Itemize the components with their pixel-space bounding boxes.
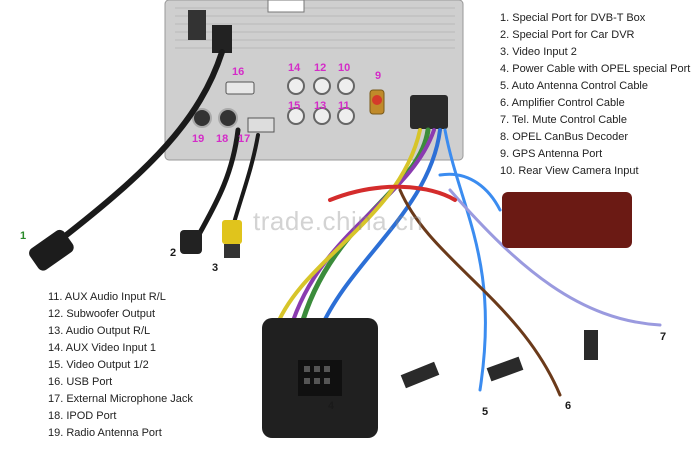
callout-3: 3 xyxy=(212,262,219,274)
callout-18: 18 xyxy=(216,133,229,145)
legend-item: 19. Radio Antenna Port xyxy=(48,427,162,439)
gps-antenna-port xyxy=(369,89,385,115)
legend-item: 7. Tel. Mute Control Cable xyxy=(500,114,627,126)
ipod-port xyxy=(218,108,238,128)
aux-jack-plug xyxy=(29,229,74,271)
legend-item: 9. GPS Antenna Port xyxy=(500,148,603,160)
cable-tags xyxy=(400,330,598,389)
cables xyxy=(57,49,662,397)
callout-4: 4 xyxy=(328,400,335,412)
yellow-rca-plug xyxy=(222,220,242,258)
legend-item: 14. AUX Video Input 1 xyxy=(48,342,157,354)
round-plug xyxy=(180,230,202,254)
callout-13: 13 xyxy=(314,100,327,112)
legend-item: 2. Special Port for Car DVR xyxy=(500,29,635,41)
head-unit-rear-chassis xyxy=(164,0,464,161)
callout-9: 9 xyxy=(375,70,382,82)
radio-antenna-port xyxy=(192,108,212,128)
legend-bottom-left: 11. AUX Audio Input R/L 12. Subwoofer Ou… xyxy=(48,289,193,442)
microphone-jack xyxy=(247,117,275,133)
callout-16: 16 xyxy=(232,66,245,78)
callout-5: 5 xyxy=(482,406,489,418)
callout-10: 10 xyxy=(338,62,351,74)
legend-item: 16. USB Port xyxy=(48,376,113,388)
legend-top-right: 1. Special Port for DVB-T Box 2. Special… xyxy=(500,10,690,180)
callout-11: 11 xyxy=(338,100,350,112)
watermark: trade.china.cn xyxy=(253,206,424,236)
callout-6: 6 xyxy=(565,400,572,412)
legend-item: 18. IPOD Port xyxy=(48,410,117,422)
callout-15: 15 xyxy=(288,100,301,112)
legend-item: 4. Power Cable with OPEL special Port xyxy=(500,63,691,75)
legend-item: 12. Subwoofer Output xyxy=(48,308,156,320)
legend-item: 6. Amplifier Control Cable xyxy=(500,97,625,109)
usb-port xyxy=(225,81,255,95)
legend-item: 11. AUX Audio Input R/L xyxy=(48,291,166,303)
rca-jacks xyxy=(287,77,355,125)
legend-item: 17. External Microphone Jack xyxy=(48,393,193,405)
legend-item: 3. Video Input 2 xyxy=(500,46,577,58)
legend-item: 15. Video Output 1/2 xyxy=(48,359,149,371)
legend-item: 8. OPEL CanBus Decoder xyxy=(500,131,628,143)
canbus-decoder-box xyxy=(502,192,632,248)
callout-17: 17 xyxy=(238,133,251,145)
opel-power-connector xyxy=(262,318,378,438)
callout-14: 14 xyxy=(288,62,301,74)
legend-item: 1. Special Port for DVB-T Box xyxy=(500,12,646,24)
callout-19: 19 xyxy=(192,133,205,145)
legend-item: 13. Audio Output R/L xyxy=(48,325,151,337)
callout-12: 12 xyxy=(314,62,327,74)
legend-item: 5. Auto Antenna Control Cable xyxy=(500,80,648,92)
callout-7: 7 xyxy=(660,331,667,343)
rear-harness-connector xyxy=(410,95,448,129)
callout-1: 1 xyxy=(20,230,27,242)
callout-2: 2 xyxy=(170,247,177,259)
legend-item: 10. Rear View Camera Input xyxy=(500,165,639,177)
